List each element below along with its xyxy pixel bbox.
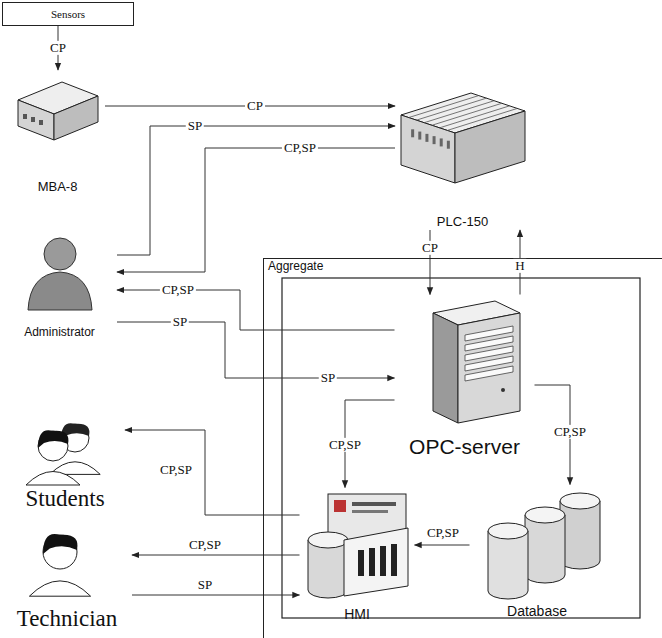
signal-label: CP,SP	[160, 283, 196, 297]
node-icon	[395, 295, 535, 460]
connector	[117, 290, 395, 330]
sensor-box: Sensors	[2, 2, 134, 26]
device-node: MBA-8	[10, 70, 105, 195]
node-icon	[470, 485, 605, 620]
node-label: MBA-8	[38, 180, 78, 195]
connector	[430, 230, 431, 295]
signal-label: CP,SP	[158, 463, 194, 477]
signal-label: SP	[319, 371, 337, 385]
signal-label: CP,SP	[187, 538, 223, 552]
connector	[132, 595, 300, 596]
actor-node: Administrator	[2, 232, 117, 340]
node-label: PLC-150	[437, 215, 488, 230]
database-node: Database	[470, 485, 605, 620]
signal-label: CP,SP	[425, 526, 461, 540]
node-label: Administrator	[24, 326, 95, 340]
hmi-node: HMI	[300, 488, 415, 623]
node-icon	[300, 488, 415, 623]
node-label: Database	[507, 603, 567, 619]
connector	[125, 430, 300, 515]
signal-label: CP,SP	[327, 438, 363, 452]
node-label: Technician	[17, 606, 118, 632]
signal-label: SP	[171, 315, 189, 329]
connector	[415, 545, 470, 546]
aggregate-group: AggregateOPC-serverHMI Database	[263, 258, 662, 638]
signal-label: H	[513, 259, 526, 273]
signal-label: CP	[48, 41, 68, 55]
signal-label: CP	[245, 99, 265, 113]
connector	[132, 555, 300, 556]
server-node: OPC-server	[395, 295, 535, 460]
connector	[117, 126, 395, 255]
actor-node: Students	[5, 412, 125, 512]
node-icon	[395, 85, 530, 230]
node-label: OPC-server	[409, 435, 520, 459]
node-icon	[10, 70, 105, 195]
node-label: Students	[25, 486, 104, 512]
connector	[117, 148, 395, 272]
node-label: Sensors	[51, 8, 85, 21]
connector	[117, 322, 395, 378]
controller-node: PLC-150	[395, 85, 530, 230]
signal-label: CP,SP	[282, 141, 318, 155]
node-label: Aggregate	[268, 260, 323, 274]
signal-label: SP	[196, 578, 214, 592]
signal-label: CP	[420, 241, 440, 255]
signal-label: CP,SP	[552, 425, 588, 439]
node-label: HMI	[344, 606, 370, 622]
signal-label: SP	[186, 119, 204, 133]
actor-node: Technician	[2, 522, 132, 632]
inner-frame	[282, 278, 640, 618]
node-icon	[2, 232, 117, 340]
